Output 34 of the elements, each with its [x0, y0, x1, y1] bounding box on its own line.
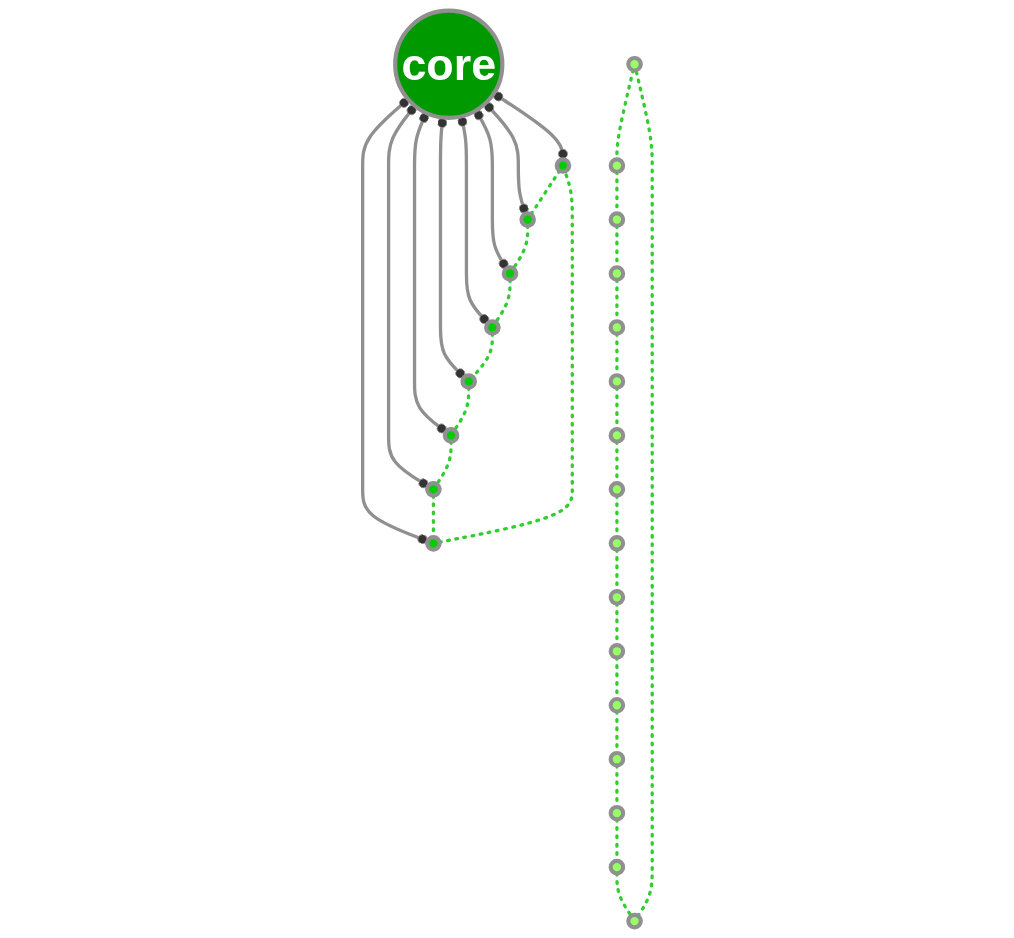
node-circle [518, 211, 536, 228]
connector [483, 102, 529, 215]
node-circle [608, 535, 625, 552]
node-circle [608, 642, 625, 660]
connector [360, 97, 428, 545]
connector [529, 169, 561, 216]
node-circle [608, 750, 625, 768]
connector [492, 91, 568, 160]
node-circle [608, 373, 625, 390]
node-circle [459, 373, 477, 390]
connector [436, 117, 465, 379]
node-circle [442, 427, 459, 444]
connector [386, 104, 429, 489]
node-circle [625, 55, 643, 73]
node-circle [608, 481, 625, 498]
node-circle [483, 319, 501, 336]
node-circle [608, 211, 625, 228]
node-circle [608, 427, 625, 444]
node-circle [608, 804, 625, 822]
connector [457, 116, 489, 325]
node-circle [554, 157, 571, 174]
connector [473, 109, 509, 270]
node-circle [608, 319, 625, 336]
connector [412, 112, 447, 434]
node-circle [608, 858, 625, 876]
node-circle [501, 265, 518, 282]
node-circle [424, 535, 442, 552]
node-circle [608, 157, 625, 174]
node-circle [608, 265, 625, 282]
node-circle [625, 912, 643, 930]
node-circle [424, 481, 442, 498]
node-circle [608, 589, 625, 606]
node-circle: core [392, 8, 505, 120]
node-circle [608, 696, 625, 714]
